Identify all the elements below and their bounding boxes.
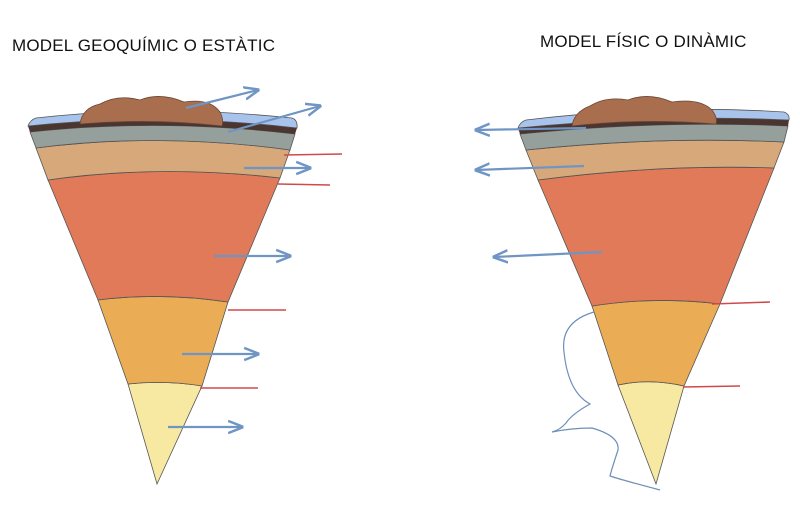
arrow-oceanic-crust (227, 106, 320, 134)
cone-physical (517, 96, 790, 486)
inner-core-layer (127, 382, 203, 486)
arrow-asthenosphere (476, 166, 585, 170)
lithosphere-dark-band (518, 118, 789, 134)
outer-core-layer (97, 296, 229, 387)
title-physical-model: MODEL FÍSIC O DINÀMIC (540, 32, 747, 51)
boundary-line-upper-mantle (277, 183, 331, 186)
boundary-line-crust (283, 153, 343, 156)
inner-core-layer-right (617, 381, 685, 486)
arrows-physical (476, 128, 603, 257)
title-geochemical-model: MODEL GEOQUÍMIC O ESTÀTIC (12, 36, 276, 55)
cone-geochemical (27, 96, 298, 486)
core-brace (551, 311, 661, 491)
mesosphere-layer (537, 166, 775, 307)
arrows-geochemical (168, 90, 320, 427)
arrow-mesosphere (494, 252, 603, 257)
continent-bump-right (571, 96, 717, 127)
mantle-layer (47, 171, 281, 303)
arrow-lithosphere (476, 128, 587, 130)
boundary-lines (200, 153, 771, 389)
boundary-line-mesosphere-core (711, 301, 771, 305)
continent-bump (79, 96, 224, 127)
boundary-line-inner-core-right (682, 385, 741, 388)
arrow-continental-crust (185, 90, 258, 110)
outer-core-layer-right (591, 300, 721, 387)
lithosphere-grey-layer (519, 123, 789, 151)
